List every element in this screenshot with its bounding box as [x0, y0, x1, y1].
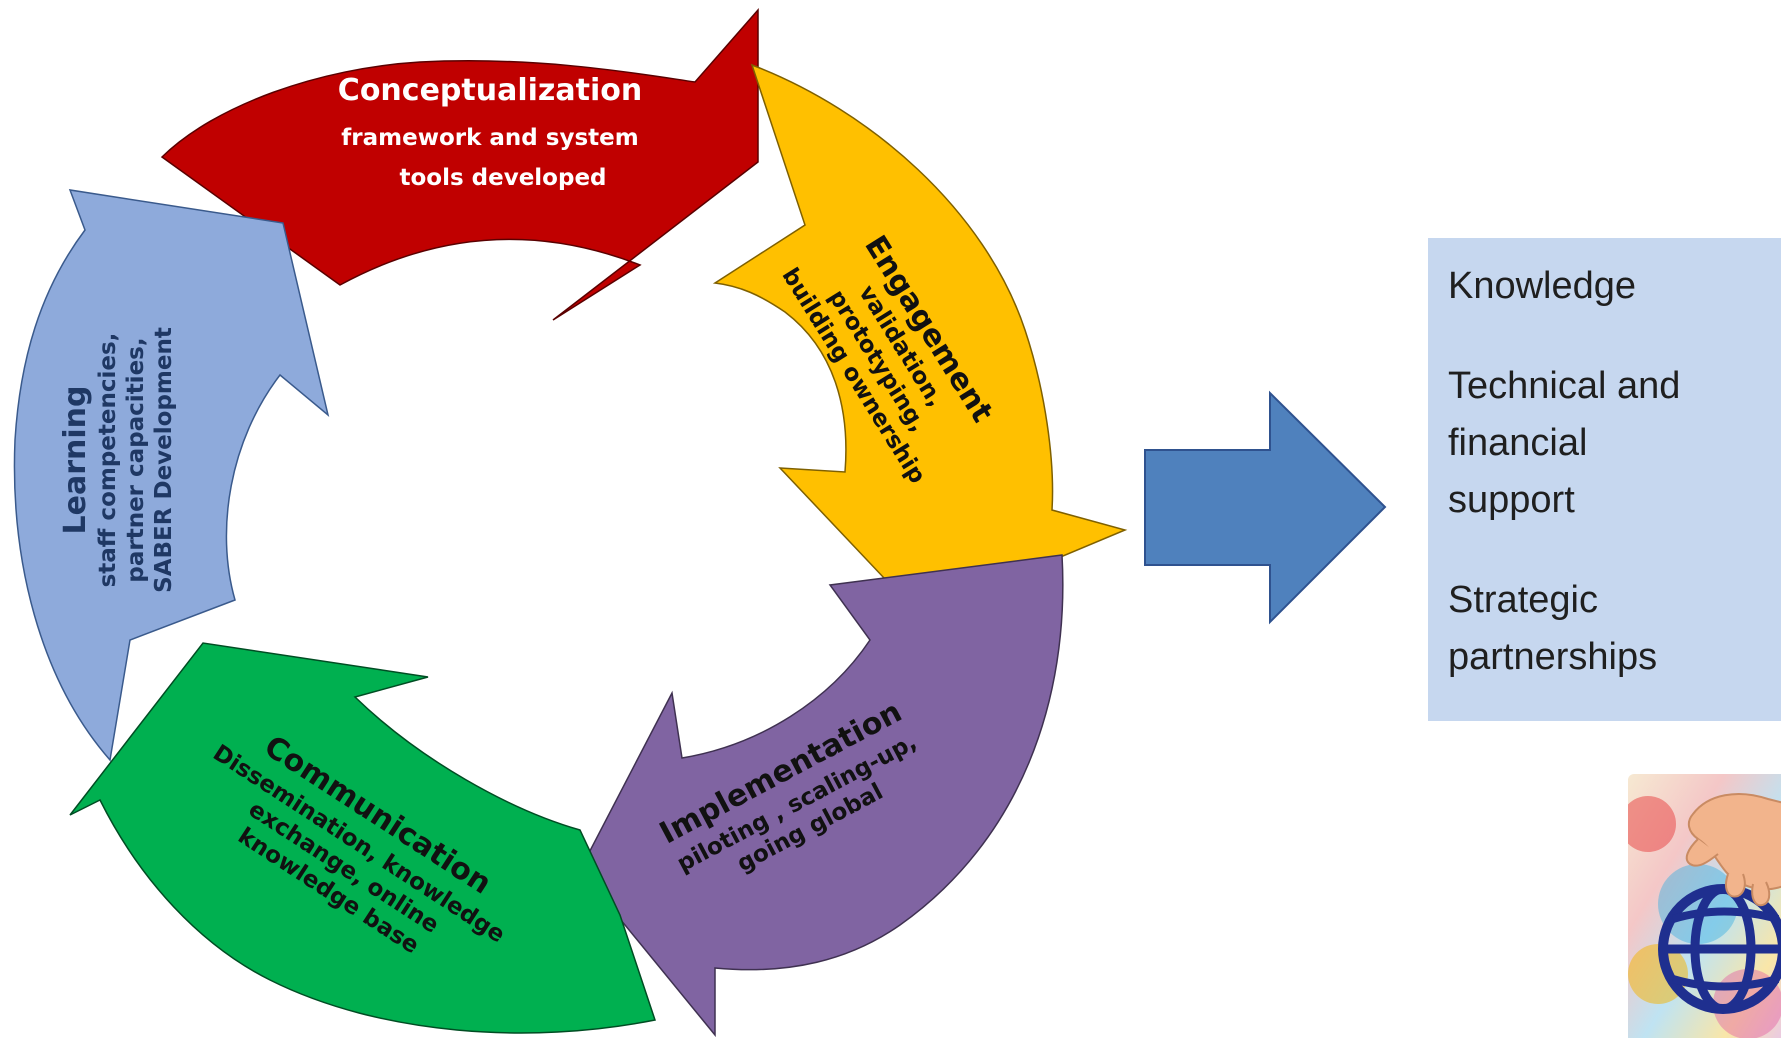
learning-subtitle-3: SABER Development: [151, 327, 177, 593]
outcome-strategic-line-1: Strategic: [1448, 579, 1598, 621]
outcomes-box: Knowledge Technical and financial suppor…: [1428, 238, 1781, 721]
conceptualization-subtitle-1: framework and system: [341, 125, 638, 151]
painted-globe-hand-photo: [1628, 774, 1781, 1038]
outcome-technical-line-2: financial: [1448, 422, 1588, 464]
right-arrow-icon: [1144, 390, 1387, 625]
conceptualization-subtitle-2: tools developed: [399, 165, 606, 191]
conceptualization-title: Conceptualization: [338, 73, 642, 108]
learning-label: Learning staff competencies, partner cap…: [58, 327, 177, 593]
learning-subtitle-1: staff competencies,: [95, 333, 121, 588]
outcome-technical-line-1: Technical and: [1448, 365, 1681, 407]
learning-title: Learning: [58, 386, 93, 535]
implementation-arrow: [579, 554, 1064, 1038]
outcome-strategic-line-2: partnerships: [1448, 636, 1658, 678]
outcome-technical-line-3: support: [1448, 479, 1575, 521]
conceptualization-arrow: [160, 8, 759, 321]
communication-arrow: [69, 642, 656, 1034]
learning-arrow: [13, 189, 330, 762]
engagement-arrow: [712, 63, 1128, 617]
photo-illustration: [1628, 774, 1781, 1038]
learning-subtitle-2: partner capacities,: [123, 337, 149, 582]
outcome-knowledge: Knowledge: [1448, 265, 1637, 307]
